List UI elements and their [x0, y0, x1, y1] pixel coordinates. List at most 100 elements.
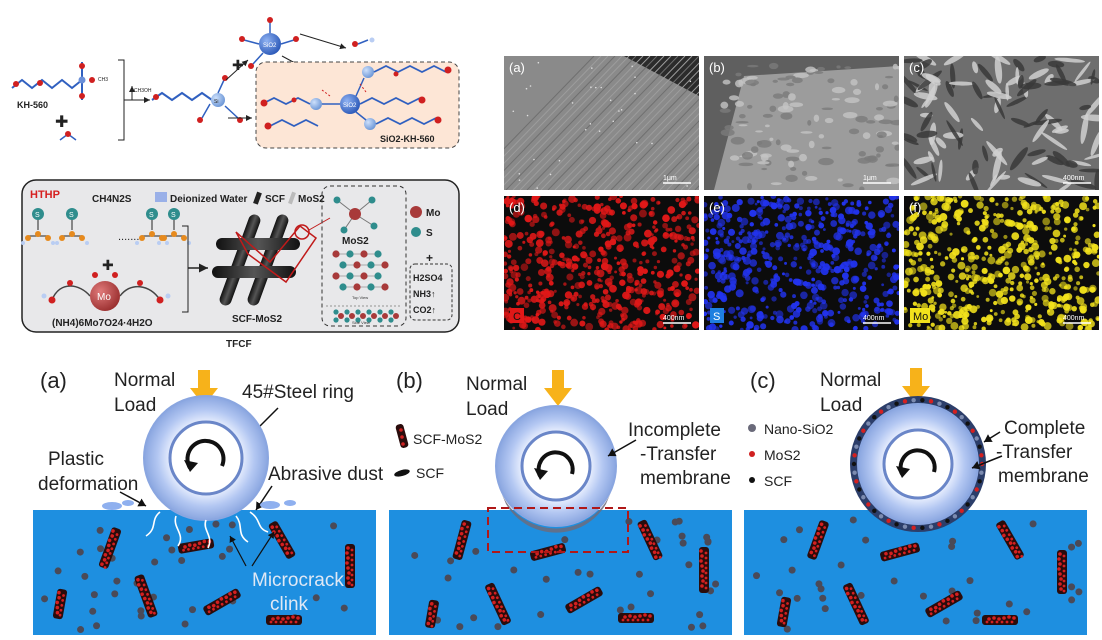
nano-sio2-particle	[783, 625, 791, 633]
transfer-film-particle	[866, 421, 871, 426]
nano-sio2-particle	[1029, 520, 1037, 528]
transfer-film-particle	[959, 508, 964, 513]
nano-sio2-particle	[41, 595, 49, 603]
transfer-film-particle	[970, 495, 975, 500]
nano-sio2-particle	[966, 577, 974, 585]
nano-sio2-particle	[788, 566, 796, 574]
reaction-bracket	[118, 59, 125, 141]
transfer-film-particle	[920, 397, 925, 403]
panel-a-load: Load	[114, 395, 156, 416]
transfer-film-particle	[894, 522, 899, 527]
nano-sio2-particle	[712, 580, 720, 588]
panel-a-microcrack: Microcrack	[252, 570, 344, 591]
transfer-film-particle	[911, 397, 916, 403]
load-arrow-c	[902, 368, 930, 404]
transfer-film-particle	[857, 436, 862, 441]
friction-mechanism-panels: (a) Normal Load 45#Steel ring Plastic de…	[33, 368, 1089, 635]
nano-sio2-particle	[181, 620, 189, 628]
nano-sio2-particle	[780, 536, 788, 544]
eds-element-label: C	[513, 311, 521, 323]
nano-sio2-particle	[857, 591, 865, 599]
eds-element-badge	[710, 308, 724, 323]
panel-a-label: (a)	[40, 368, 67, 393]
nano-sio2-particle	[942, 617, 950, 625]
scf-mos2-rod	[134, 574, 158, 618]
nano-sio2-particle	[312, 594, 320, 602]
byproduct-co2: CO2↑	[413, 305, 436, 315]
ammonium-molybdate-molecule: Mo	[41, 272, 171, 311]
eds-element-badge	[910, 308, 930, 323]
sem-panel-a: (a)1μm	[504, 56, 699, 190]
nano-sio2-particle	[54, 567, 62, 575]
legend-scf-mos2-label: SCF-MoS2	[413, 431, 482, 447]
scf-mos2-rod	[880, 542, 920, 562]
nano-sio2-particle	[444, 574, 452, 582]
nano-sio2-particle	[687, 623, 695, 631]
nano-sio2-particle	[510, 566, 518, 574]
transfer-film-particle	[902, 524, 908, 529]
sem-panel-f: Mo(f)400nm	[904, 196, 1099, 330]
eds-element-label: S	[713, 311, 720, 323]
legend-scf-oval	[394, 469, 410, 477]
transfer-film-particle	[886, 404, 891, 410]
nano-sio2-particle	[795, 526, 803, 534]
transfer-film-particle	[866, 502, 871, 507]
transfer-film-particle	[979, 470, 984, 475]
deionized-water-swatch	[155, 192, 167, 202]
nano-sio2-particle	[973, 609, 981, 617]
panel-a-normal: Normal	[114, 370, 175, 391]
nano-sio2-particle	[753, 572, 761, 580]
deionized-water-label: Deionized Water	[170, 194, 248, 205]
transfer-film-particle	[920, 525, 925, 531]
nano-sio2-particle	[151, 558, 159, 566]
sio2-particle-top: SiO2	[239, 17, 299, 69]
nano-sio2-particle	[212, 520, 220, 528]
nano-sio2-particle	[685, 561, 693, 569]
scf-mos2-rod	[843, 582, 869, 626]
nano-sio2-particle	[671, 518, 679, 526]
microcrack-lines	[145, 511, 269, 549]
byproduct-nh3: NH3↑	[413, 289, 436, 299]
transfer-film-particle	[965, 502, 970, 507]
scf-mos2-rod	[699, 547, 709, 593]
panel-c-transfer: -Transfer	[996, 442, 1073, 463]
thiourea-molecule: S	[21, 208, 55, 245]
transfer-film-particle	[872, 415, 877, 420]
thiourea-molecule: S	[55, 208, 89, 245]
load-arrow-b	[544, 370, 572, 406]
nano-sio2-particle	[561, 536, 569, 544]
incomplete-membrane-highlight	[487, 507, 629, 553]
nano-sio2-particle	[537, 611, 545, 619]
nano-sio2-particle	[81, 572, 89, 580]
s-atom-label: S	[35, 212, 40, 219]
nano-sio2-particle	[1068, 596, 1076, 604]
nano-sio2-particle	[837, 561, 845, 569]
scf-mos2-rod	[925, 590, 963, 618]
steel-ring-a	[143, 395, 269, 521]
legend-scf-label-b: SCF	[416, 465, 444, 481]
panel-a-deformation: deformation	[38, 474, 138, 495]
steel-ring-c	[850, 396, 986, 532]
scf-mos2-rod	[98, 527, 122, 569]
nano-sio2-particle	[93, 622, 101, 630]
nano-sio2-particle	[411, 551, 419, 559]
eds-element-label: Mo	[913, 311, 928, 323]
legend-mos2-label-c: MoS2	[764, 447, 801, 463]
transfer-film-particle	[886, 518, 891, 524]
nano-sio2-particle	[635, 570, 643, 578]
byproduct-h2so4: H2SO4	[413, 273, 443, 283]
nano-sio2-particle	[862, 536, 870, 544]
nano-sio2-particle	[948, 543, 956, 551]
sio2-kh560-label: SiO2-KH-560	[380, 134, 435, 144]
nano-sio2-particle	[1075, 588, 1083, 596]
transfer-film-particle	[928, 399, 934, 404]
transfer-film-particle	[854, 479, 859, 484]
nano-sio2-particle	[226, 545, 234, 553]
scf-mos2-rod	[618, 613, 654, 623]
legend-scf-mos2-rod	[395, 424, 409, 448]
s-atom-label: S	[171, 212, 176, 219]
plus-sign: ✚	[55, 114, 68, 131]
plus-sign-2: ✚	[232, 57, 244, 73]
nano-sio2-particle	[113, 577, 121, 585]
nano-sio2-particle	[699, 622, 707, 630]
